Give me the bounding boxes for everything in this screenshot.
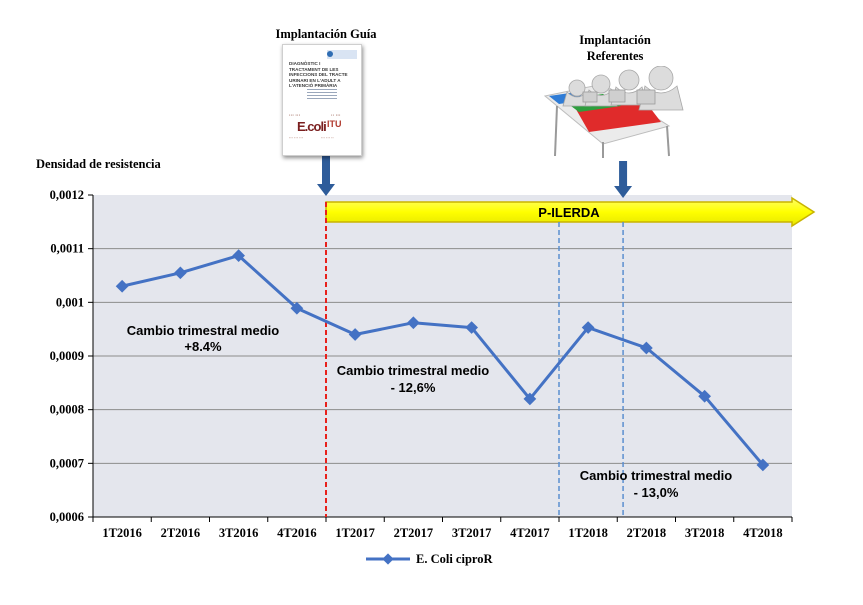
x-tick-label: 4T2016 — [277, 526, 317, 540]
referents-label-line-1: Implantación — [579, 33, 651, 47]
referents-arrow-icon — [614, 161, 633, 198]
program-bar-arrow-icon — [325, 196, 816, 228]
y-tick-label: 0,0011 — [50, 242, 84, 256]
period-2-label-line-1: Cambio trimestral medio — [337, 363, 489, 378]
y-tick-label: 0,001 — [56, 295, 84, 309]
data-point-marker — [174, 266, 187, 280]
legend-marker-icon — [382, 553, 394, 565]
period-2-label-line-2: - 12,6% — [391, 380, 436, 395]
guide-arrow-icon — [317, 155, 335, 196]
series-line-e-coli-cipror — [121, 254, 765, 466]
x-tick-label: 3T2018 — [685, 526, 725, 540]
period-1-label-line-2: +8.4% — [184, 339, 222, 354]
x-tick-label: 2T2017 — [394, 526, 434, 540]
gridlines — [93, 248, 792, 464]
referents-label-line-2: Referentes — [587, 49, 644, 63]
x-tick-label: 1T2016 — [102, 526, 142, 540]
arrow-head — [614, 186, 633, 198]
word-cloud-image: ··· ··· ·· ··· E.coli ITU ··· ··· ··· ··… — [289, 113, 342, 140]
legend: E. Coli ciproR — [366, 552, 493, 566]
x-tick-label: 1T2018 — [568, 526, 608, 540]
team-meeting-illustration — [543, 66, 684, 158]
program-bar-label: P-ILERDA — [538, 205, 600, 220]
arrow-shaft — [619, 161, 628, 188]
x-axis-ticks: 1T2016 2T2016 3T2016 4T2016 1T2017 2T2017 3T20… — [92, 195, 793, 540]
x-tick-label: 3T2017 — [452, 526, 492, 540]
y-tick-label: 0,0012 — [50, 188, 84, 202]
data-point-marker — [465, 321, 478, 334]
x-tick-label: 2T2018 — [627, 526, 667, 540]
y-tick-label: 0,0006 — [50, 510, 84, 524]
period-1-label-line-1: Cambio trimestral medio — [127, 323, 279, 338]
data-point-marker — [115, 279, 129, 293]
guide-document-title: Diagnòstic i tractament de les infeccion… — [289, 61, 348, 89]
legend-series-name: E. Coli ciproR — [416, 552, 493, 566]
y-axis-label: Densidad de resistencia — [36, 157, 162, 171]
x-tick-label: 1T2017 — [335, 526, 375, 540]
data-point-marker — [290, 301, 304, 315]
y-tick-label: 0,0007 — [50, 456, 84, 470]
x-tick-label: 3T2016 — [219, 526, 259, 540]
arrow-head — [317, 184, 335, 196]
data-point-marker — [348, 328, 362, 341]
program-bar — [325, 196, 816, 228]
y-tick-label: 0,0008 — [50, 403, 84, 417]
x-tick-label: 4T2017 — [510, 526, 550, 540]
guide-document-thumbnail: Diagnòstic i tractament de les infeccion… — [282, 44, 362, 156]
x-tick-label: 2T2016 — [161, 526, 201, 540]
x-tick-label: 4T2018 — [743, 526, 783, 540]
period-3-label-line-1: Cambio trimestral medio — [580, 468, 732, 483]
arrow-shaft — [322, 155, 330, 186]
y-axis-ticks: 0,0006 0,0007 0,0008 0,0009 0,001 0,0011 0,001… — [50, 188, 93, 524]
institution-logo-icon — [327, 50, 357, 59]
guide-implementation-label: Implantación Guía — [275, 27, 377, 41]
document-text-lines — [307, 89, 337, 103]
period-3-label-line-2: - 13,0% — [634, 485, 679, 500]
y-tick-label: 0,0009 — [50, 349, 84, 363]
data-point-marker — [407, 316, 420, 330]
